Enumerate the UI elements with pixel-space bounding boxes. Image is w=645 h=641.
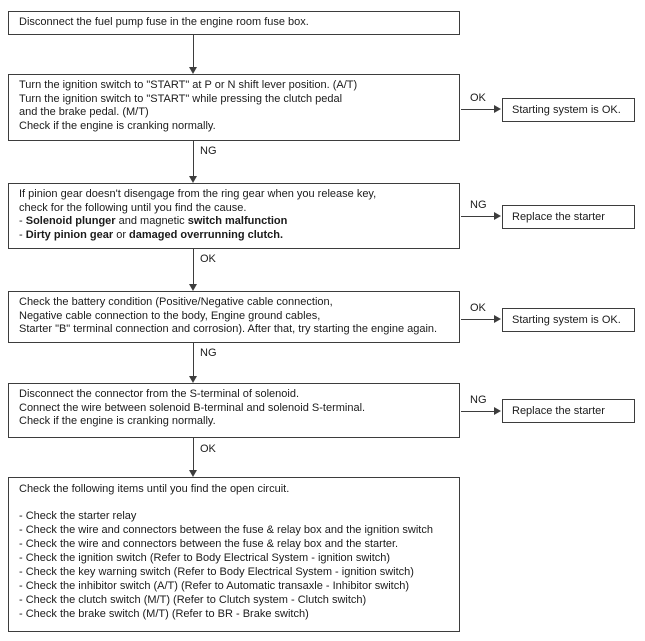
- step-line: Turn the ignition switch to "START" whil…: [19, 92, 343, 105]
- arrow-right-icon: [494, 105, 501, 113]
- result-text: Replace the starter: [512, 211, 605, 223]
- branch-label-ok: OK: [470, 92, 486, 104]
- step-box-solenoid-jumper-test: Disconnect the connector from the S-term…: [8, 383, 460, 438]
- result-text: Replace the starter: [512, 405, 605, 417]
- arrow-down-icon: [189, 284, 197, 291]
- step-box-disconnect-fuel-pump-fuse: Disconnect the fuel pump fuse in the eng…: [8, 11, 460, 35]
- result-box-starting-system-ok: Starting system is OK.: [502, 308, 635, 332]
- result-text: Starting system is OK.: [512, 104, 621, 116]
- step-line: Check the battery condition (Positive/Ne…: [19, 296, 333, 308]
- step-line: check for the following until you find t…: [19, 201, 247, 214]
- step-line: - Check the inhibitor switch (A/T) (Refe…: [19, 580, 410, 592]
- flow-line-down: [193, 343, 194, 376]
- step-line: Disconnect the connector from the S-term…: [19, 388, 300, 400]
- arrow-down-icon: [189, 67, 197, 74]
- flow-line-right: [461, 411, 494, 412]
- flow-label-ok: OK: [200, 253, 216, 265]
- flow-label-ng: NG: [200, 347, 217, 359]
- branch-label-ok: OK: [470, 302, 486, 314]
- step-line: - Check the ignition switch (Refer to Bo…: [19, 552, 391, 564]
- step-line: If pinion gear doesn't disengage from th…: [19, 188, 377, 200]
- arrow-down-icon: [189, 376, 197, 383]
- result-text: Starting system is OK.: [512, 314, 621, 326]
- step-box-open-circuit-checklist: Check the following items until you find…: [8, 477, 460, 632]
- result-box-replace-starter: Replace the starter: [502, 399, 635, 423]
- step-line: Connect the wire between solenoid B-term…: [19, 401, 366, 414]
- arrow-right-icon: [494, 212, 501, 220]
- step-box-battery-condition: Check the battery condition (Positive/Ne…: [8, 291, 460, 343]
- step-box-crank-test: Turn the ignition switch to "START" at P…: [8, 74, 460, 141]
- step-line: Disconnect the fuel pump fuse in the eng…: [19, 16, 309, 28]
- step-line: and the brake pedal. (M/T): [19, 106, 149, 118]
- result-box-replace-starter: Replace the starter: [502, 205, 635, 229]
- step-line: - Dirty pinion gear or damaged overrunni…: [19, 228, 284, 241]
- step-line: Turn the ignition switch to "START" at P…: [19, 79, 358, 91]
- result-box-starting-system-ok: Starting system is OK.: [502, 98, 635, 122]
- arrow-down-icon: [189, 470, 197, 477]
- step-line: Starter "B" terminal connection and corr…: [19, 323, 438, 335]
- step-line: Negative cable connection to the body, E…: [19, 309, 321, 322]
- arrow-right-icon: [494, 407, 501, 415]
- step-line: - Solenoid plunger and magnetic switch m…: [19, 215, 288, 227]
- arrow-down-icon: [189, 176, 197, 183]
- flow-line-right: [461, 109, 494, 110]
- branch-label-ng: NG: [470, 199, 487, 211]
- flow-line-down: [193, 438, 194, 470]
- step-line: Check the following items until you find…: [19, 483, 290, 495]
- arrow-right-icon: [494, 315, 501, 323]
- flow-line-right: [461, 216, 494, 217]
- step-line: - Check the brake switch (M/T) (Refer to…: [19, 608, 309, 620]
- step-line: Check if the engine is cranking normally…: [19, 415, 216, 427]
- flow-line-down: [193, 35, 194, 67]
- flow-line-down: [193, 141, 194, 176]
- step-box-pinion-gear-check: If pinion gear doesn't disengage from th…: [8, 183, 460, 249]
- step-line: Check if the engine is cranking normally…: [19, 119, 216, 132]
- flow-label-ok: OK: [200, 443, 216, 455]
- step-line: - Check the wire and connectors between …: [19, 524, 433, 536]
- flow-line-right: [461, 319, 494, 320]
- step-line: - Check the starter relay: [19, 510, 137, 522]
- step-line: - Check the wire and connectors between …: [19, 538, 399, 550]
- step-line: - Check the key warning switch (Refer to…: [19, 566, 414, 578]
- flow-label-ng: NG: [200, 145, 217, 157]
- flow-line-down: [193, 249, 194, 284]
- branch-label-ng: NG: [470, 394, 487, 406]
- step-line: - Check the clutch switch (M/T) (Refer t…: [19, 594, 367, 606]
